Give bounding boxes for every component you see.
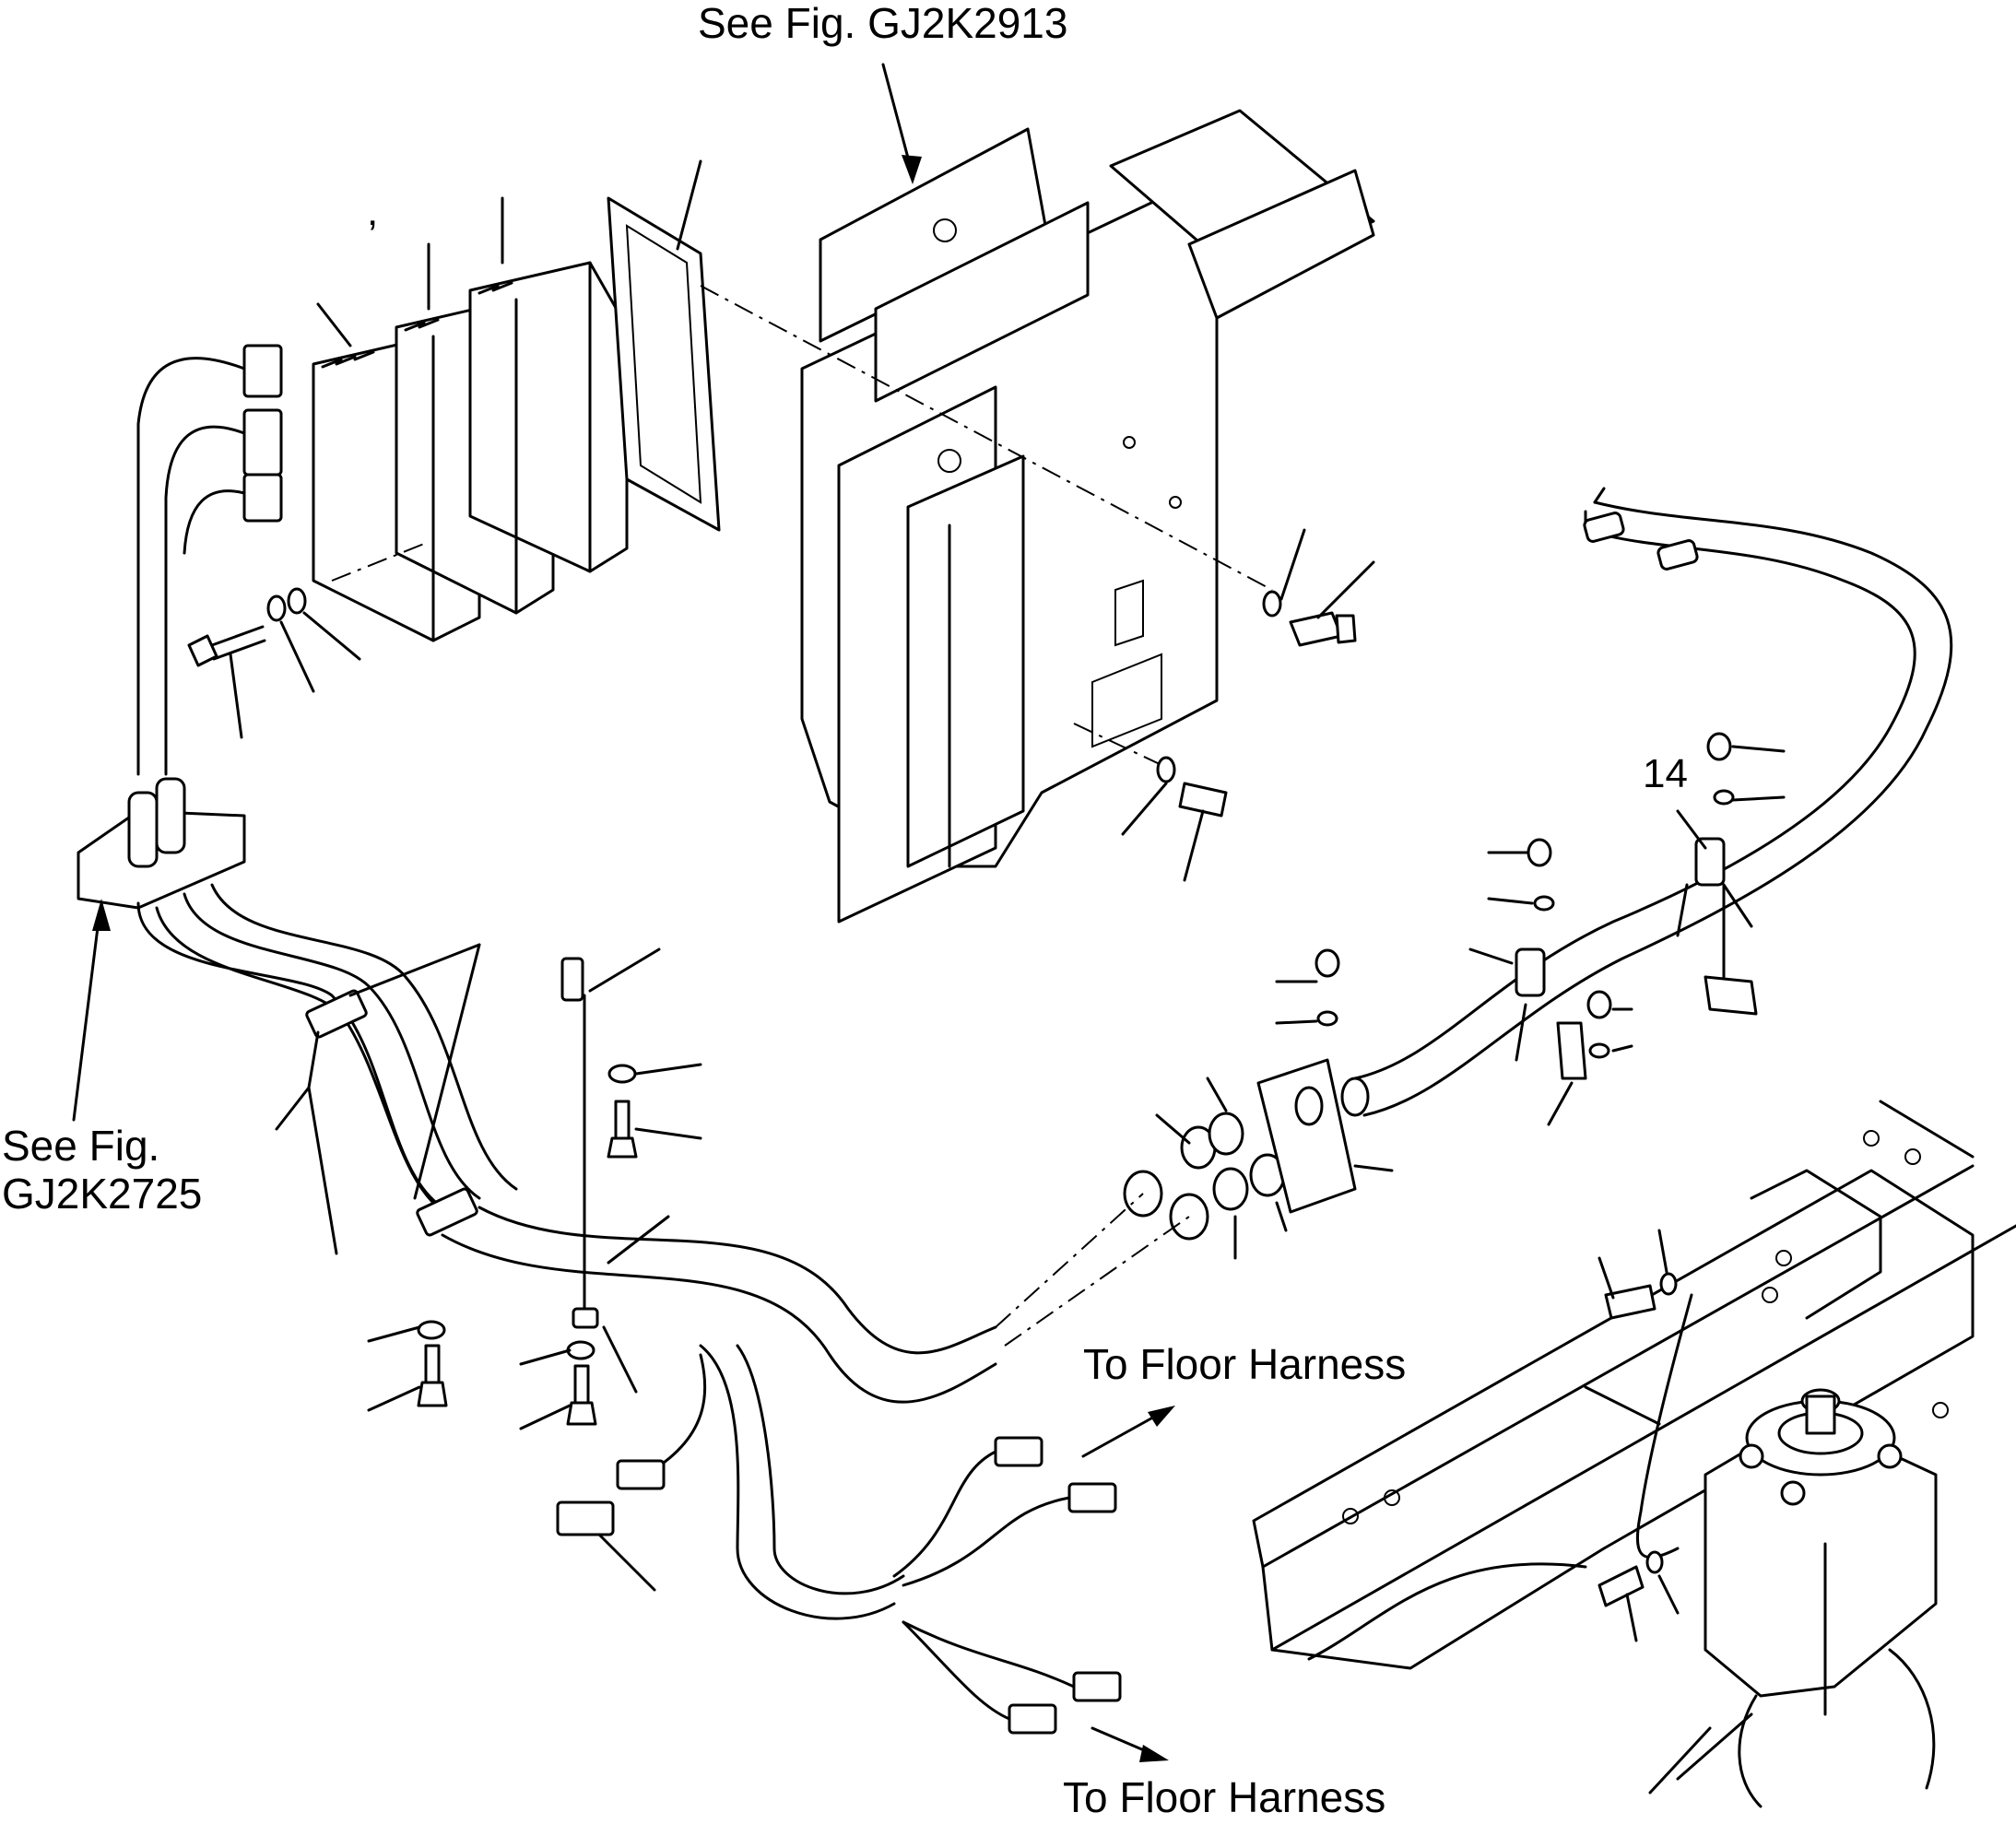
clamp-leaders xyxy=(275,943,481,1255)
floor-harness-lower-label: To Floor Harness xyxy=(1063,1773,1386,1821)
ground-strap xyxy=(560,947,702,1329)
module-bolts xyxy=(187,543,425,739)
lower-left-bolts xyxy=(367,1320,638,1430)
see-figure-left-label: See Fig. GJ2K2725 xyxy=(2,1122,203,1218)
grommet-plate xyxy=(995,1058,1394,1347)
bracket-bolts xyxy=(1121,528,1375,882)
item-number-14: 14 xyxy=(1643,751,1688,796)
left-reference-arrow xyxy=(72,899,111,1122)
controller-modules xyxy=(312,196,721,642)
see-figure-top-label: See Fig. GJ2K2913 xyxy=(698,0,1068,47)
module-connectors xyxy=(136,344,283,776)
main-harness xyxy=(77,777,997,1620)
controller-bracket xyxy=(700,109,1375,924)
module-leaders xyxy=(316,159,702,347)
stray-mark: , xyxy=(367,189,379,234)
floor-harness-connectors xyxy=(556,1406,1175,1762)
top-reference-arrow xyxy=(881,63,922,184)
right-clamps xyxy=(1275,732,1786,1126)
right-harness xyxy=(1353,487,1953,1117)
frame-assembly xyxy=(1252,1100,2016,1808)
ground-cable xyxy=(1584,1229,1693,1642)
floor-harness-upper-label: To Floor Harness xyxy=(1083,1340,1407,1388)
